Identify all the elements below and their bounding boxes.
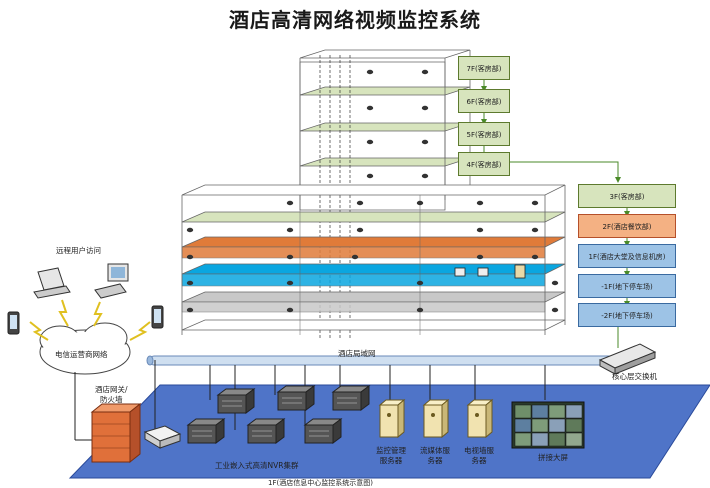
video-wall-tile-1 bbox=[531, 404, 549, 419]
desktop-computer-icon bbox=[94, 263, 129, 299]
core-switch-label: 核心层交换机 bbox=[612, 372, 657, 381]
camera-icon-1 bbox=[421, 69, 429, 75]
upper-tower bbox=[299, 49, 471, 340]
nvr-icon-4 bbox=[246, 418, 286, 444]
floor-server-icon bbox=[514, 264, 526, 279]
camera-icon-21 bbox=[476, 254, 484, 260]
video-wall-icon bbox=[511, 401, 585, 449]
laptop-icon bbox=[33, 267, 71, 299]
camera-icon-23 bbox=[186, 280, 194, 286]
tvwall-server-label: 电视墙服 务器 bbox=[464, 446, 494, 465]
server-icon-0 bbox=[378, 398, 406, 439]
firewall-icon bbox=[90, 402, 142, 464]
nvr-icon-0 bbox=[216, 388, 256, 414]
phone-icon-right bbox=[151, 305, 164, 329]
floor-label-lower-4: -2F(地下停车场) bbox=[578, 303, 676, 327]
video-wall-label: 拼接大屏 bbox=[538, 453, 568, 462]
lan-label: 酒店局域网 bbox=[338, 349, 376, 358]
carrier-network-label: 电信运营商网络 bbox=[55, 350, 108, 359]
video-wall-tile-6 bbox=[548, 418, 566, 433]
video-wall-tile-2 bbox=[548, 404, 566, 419]
floor-label-lower-1: 2F(酒店餐饮部) bbox=[578, 214, 676, 238]
floor-label-lower-2: 1F(酒店大堂及信息机房) bbox=[578, 244, 676, 268]
camera-icon-18 bbox=[186, 254, 194, 260]
camera-icon-0 bbox=[366, 69, 374, 75]
video-wall-tile-8 bbox=[514, 432, 532, 447]
camera-icon-13 bbox=[186, 227, 194, 233]
camera-icon-2 bbox=[366, 105, 374, 111]
floor-label-upper-2: 5F(客房部) bbox=[458, 122, 510, 146]
camera-icon-7 bbox=[421, 173, 429, 179]
server-icon-1 bbox=[422, 398, 450, 439]
camera-icon-11 bbox=[476, 200, 484, 206]
camera-icon-12 bbox=[531, 200, 539, 206]
nvr-icon-5 bbox=[303, 418, 343, 444]
floor-label-upper-0: 7F(客房部) bbox=[458, 56, 510, 80]
camera-icon-5 bbox=[421, 139, 429, 145]
floor-monitor-icon-0 bbox=[454, 267, 466, 277]
camera-icon-30 bbox=[551, 307, 559, 313]
page-title: 酒店高清网络视频监控系统 bbox=[229, 8, 481, 32]
floor-label-upper-1: 6F(客房部) bbox=[458, 89, 510, 113]
camera-icon-19 bbox=[286, 254, 294, 260]
camera-icon-15 bbox=[356, 227, 364, 233]
cloud-icon bbox=[39, 322, 131, 375]
floor-label-lower-3: -1F(地下停车场) bbox=[578, 274, 676, 298]
camera-icon-26 bbox=[551, 280, 559, 286]
gateway-router-icon bbox=[143, 425, 182, 449]
video-wall-tile-9 bbox=[531, 432, 549, 447]
camera-icon-20 bbox=[351, 254, 359, 260]
nvr-icon-1 bbox=[276, 385, 316, 411]
nvr-cluster bbox=[186, 385, 371, 444]
camera-icon-22 bbox=[531, 254, 539, 260]
camera-icon-27 bbox=[186, 307, 194, 313]
camera-icon-29 bbox=[416, 307, 424, 313]
video-wall-tile-4 bbox=[514, 418, 532, 433]
lower-block bbox=[181, 184, 566, 335]
gateway-firewall-label: 酒店网关/ 防火墙 bbox=[95, 385, 128, 404]
phone-icon-left bbox=[7, 311, 20, 335]
video-wall-tile-5 bbox=[531, 418, 549, 433]
camera-icon-24 bbox=[286, 280, 294, 286]
camera-icon-14 bbox=[286, 227, 294, 233]
video-wall-tile-11 bbox=[565, 432, 583, 447]
nvr-cluster-label: 工业嵌入式高清NVR集群 bbox=[215, 461, 299, 470]
camera-icons bbox=[186, 69, 559, 313]
server-group bbox=[378, 398, 494, 439]
lan-bus bbox=[146, 355, 624, 366]
core-switch-icon bbox=[598, 343, 657, 375]
camera-icon-17 bbox=[531, 227, 539, 233]
nvr-icon-3 bbox=[186, 418, 226, 444]
server-icon-2 bbox=[466, 398, 494, 439]
floor-label-lower-0: 3F(客房部) bbox=[578, 184, 676, 208]
floor-monitor-icon-1 bbox=[477, 267, 489, 277]
camera-icon-28 bbox=[286, 307, 294, 313]
camera-icon-10 bbox=[416, 200, 424, 206]
mgmt-server-label: 监控管理 服务器 bbox=[376, 446, 406, 465]
camera-icon-8 bbox=[286, 200, 294, 206]
camera-icon-16 bbox=[476, 227, 484, 233]
diagram-caption: 1F(酒店信息中心监控系统示意图) bbox=[268, 479, 373, 487]
camera-icon-4 bbox=[366, 139, 374, 145]
floor-label-upper-3: 4F(客房部) bbox=[458, 152, 510, 176]
camera-icon-9 bbox=[356, 200, 364, 206]
camera-icon-3 bbox=[421, 105, 429, 111]
video-wall-tile-7 bbox=[565, 418, 583, 433]
nvr-icon-2 bbox=[331, 385, 371, 411]
media-server-label: 流媒体服 务器 bbox=[420, 446, 450, 465]
camera-icon-25 bbox=[416, 280, 424, 286]
camera-icon-6 bbox=[366, 173, 374, 179]
video-wall-tile-10 bbox=[548, 432, 566, 447]
remote-access-label: 远程用户访问 bbox=[56, 246, 101, 255]
video-wall-tile-3 bbox=[565, 404, 583, 419]
video-wall-tile-0 bbox=[514, 404, 532, 419]
